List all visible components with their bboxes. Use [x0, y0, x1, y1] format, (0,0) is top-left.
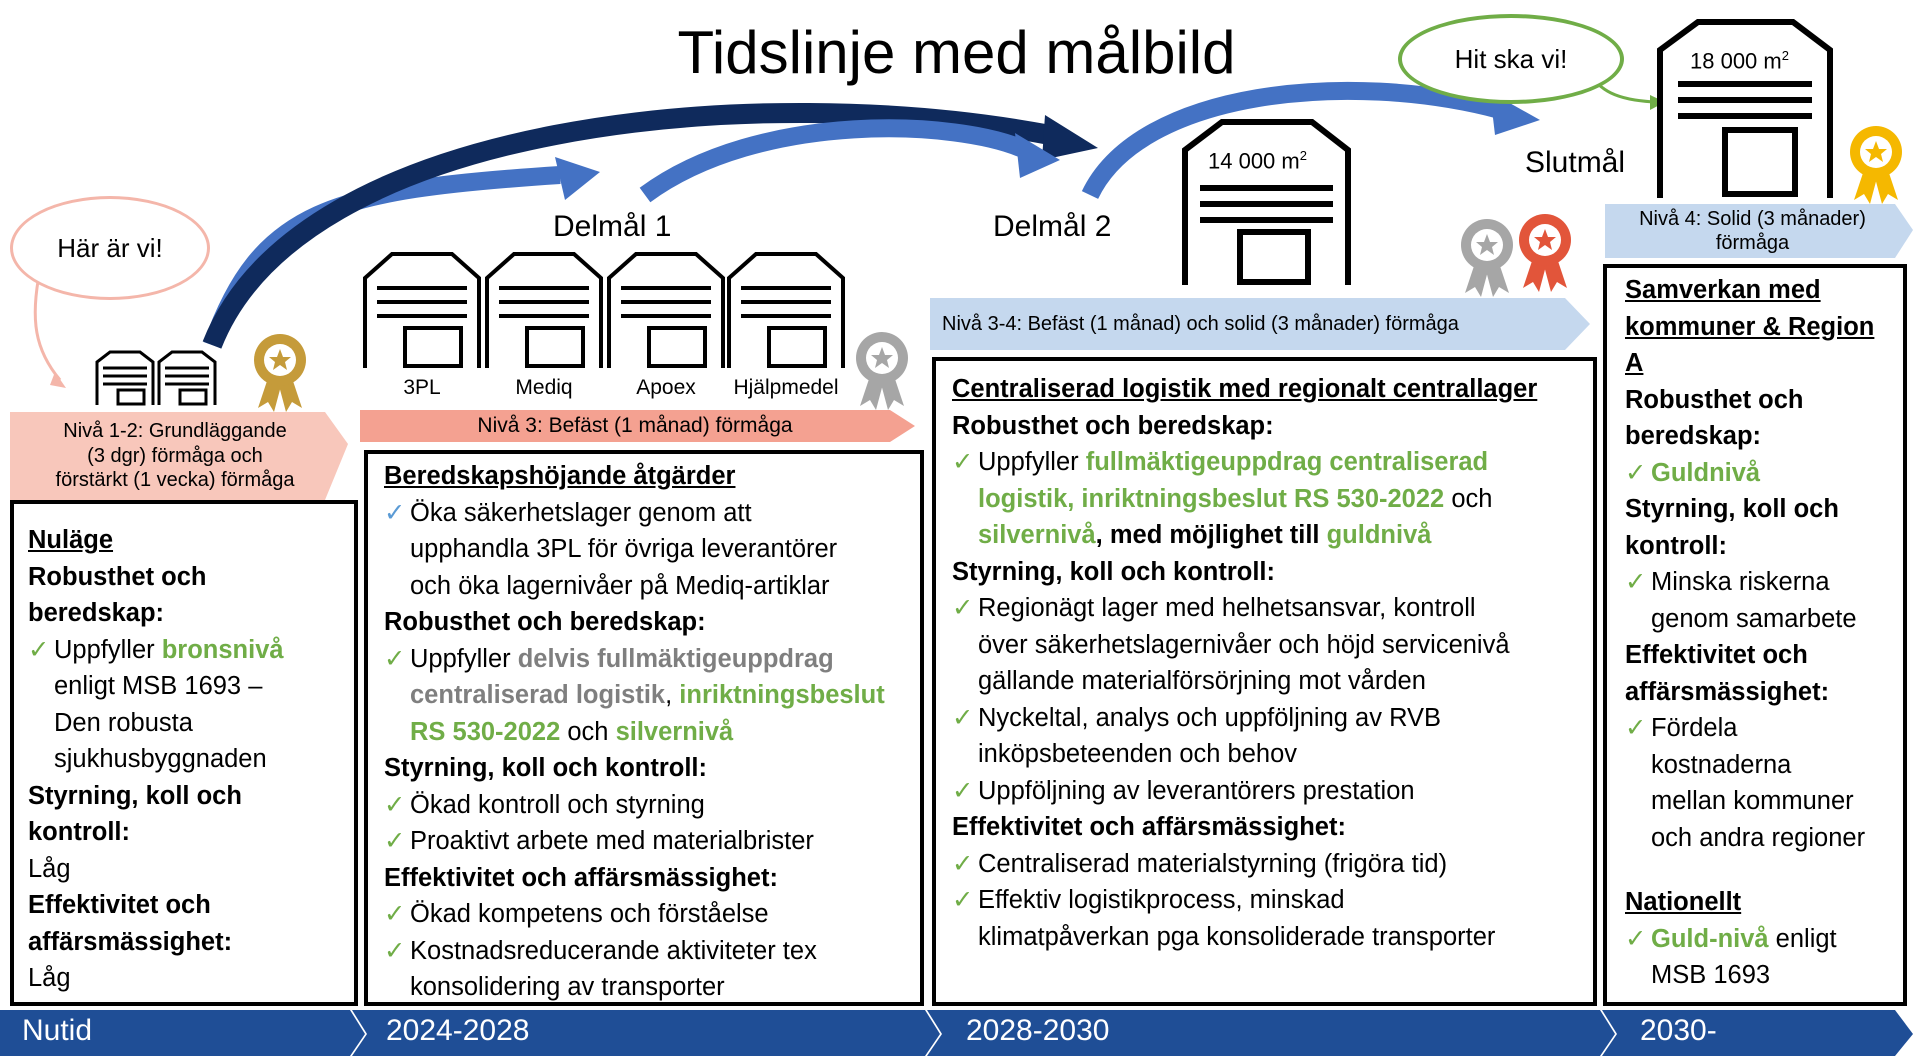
milestone-delmal-1: Delmål 1: [553, 210, 672, 243]
warehouse-icon: [1657, 19, 1833, 198]
check-icon: ✓: [952, 448, 974, 476]
pointer-here: [33, 269, 62, 381]
band-level-3-shape: [360, 410, 915, 442]
period-2030: 2030-: [1640, 1014, 1717, 1047]
panel-slutmal: Samverkan med kommuner & Region A Robust…: [1603, 264, 1907, 1006]
check-icon: ✓: [952, 594, 974, 622]
check-icon: ✓: [952, 703, 974, 732]
arrow-nutid-to-delmal2: [202, 102, 1052, 349]
milestone-slutmal: Slutmål: [1525, 146, 1626, 179]
award-ribbon-icon: [856, 332, 908, 410]
callout-here: Här är vi!: [10, 196, 210, 300]
band-level-3: Nivå 3: Befäst (1 månad) förmåga: [477, 414, 793, 438]
warehouse-icon: [95, 350, 217, 406]
check-icon: ✓: [384, 827, 406, 855]
award-ribbon-icon: [254, 334, 306, 412]
timeline-bar: [0, 1010, 1913, 1056]
award-ribbon-icon: [1519, 214, 1571, 292]
warehouse-label-mediq: Mediq: [515, 376, 573, 399]
band-level-1-2: Nivå 1-2: Grundläggande(3 dgr) förmåga o…: [55, 420, 295, 492]
warehouse-icon: [363, 252, 845, 368]
area-label-14000: 14 000 m2: [1208, 148, 1307, 174]
warehouse-label-apoex: Apoex: [636, 376, 696, 399]
check-icon: ✓: [952, 849, 974, 878]
band-level-4-shape: [1605, 204, 1913, 258]
check-icon: ✓: [384, 644, 406, 673]
warehouse-icon: [1182, 119, 1351, 285]
award-ribbon-icon: [1850, 126, 1902, 204]
check-icon: ✓: [1625, 924, 1647, 953]
check-icon: ✓: [384, 790, 406, 819]
callout-goal: Hit ska vi!: [1398, 14, 1624, 104]
band-level-1-2-shape: [10, 412, 348, 500]
check-icon: ✓: [952, 776, 974, 805]
panel-delmal-1: Beredskapshöjande åtgärder ✓Öka säkerhet…: [364, 450, 924, 1006]
band-level-4: Nivå 4: Solid (3 månader)förmåga: [1639, 207, 1866, 254]
area-label-18000: 18 000 m2: [1690, 48, 1789, 74]
check-icon: ✓: [952, 886, 974, 914]
check-icon: ✓: [384, 498, 406, 527]
band-level-3-4: Nivå 3-4: Befäst (1 månad) och solid (3 …: [942, 312, 1459, 335]
period-2024-2028: 2024-2028: [386, 1014, 530, 1047]
band-level-3-4-shape: [930, 298, 1590, 350]
warehouse-label-3pl: 3PL: [403, 376, 441, 399]
milestone-delmal-2: Delmål 2: [993, 210, 1112, 243]
arrow-delmal2-to-slutmal: [1081, 81, 1503, 200]
check-icon: ✓: [384, 900, 406, 928]
check-icon: ✓: [384, 936, 406, 965]
check-icon: ✓: [1625, 714, 1647, 742]
award-ribbon-icon: [1461, 219, 1513, 297]
check-icon: ✓: [28, 635, 50, 664]
period-2028-2030: 2028-2030: [966, 1014, 1110, 1047]
arrow-delmal1-to-delmal2: [639, 119, 1029, 203]
panel-nulage: Nuläge Robusthet och beredskap: ✓Uppfyll…: [10, 500, 358, 1006]
check-icon: ✓: [1625, 458, 1647, 487]
panel-delmal-2: Centraliserad logistik med regionalt cen…: [932, 357, 1597, 1006]
warehouse-label-hjalpmedel: Hjälpmedel: [733, 376, 839, 399]
check-icon: ✓: [1625, 568, 1647, 596]
page-title: Tidslinje med målbild: [677, 19, 1236, 86]
period-nutid: Nutid: [22, 1014, 93, 1047]
